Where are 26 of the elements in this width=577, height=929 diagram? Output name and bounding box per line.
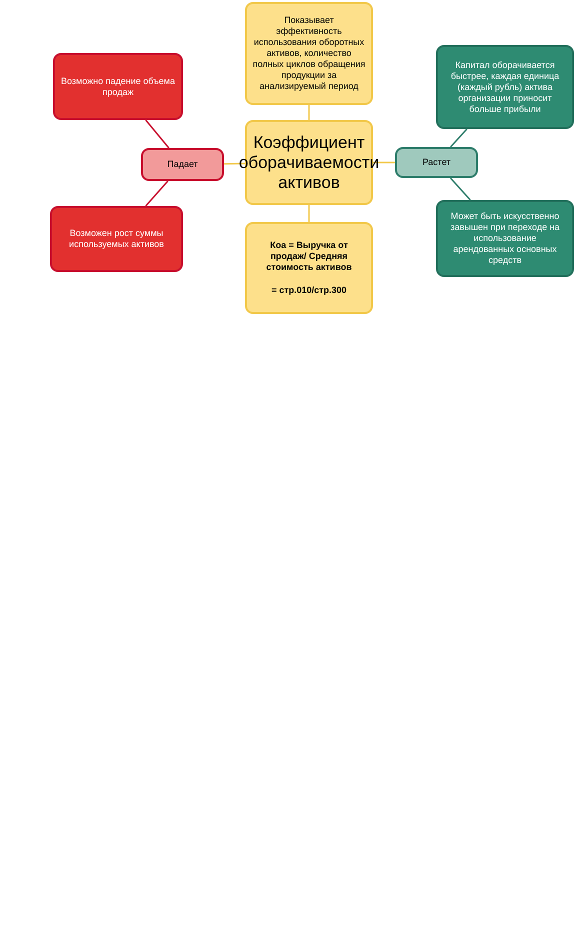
connector-line — [145, 180, 168, 206]
increase-box — [395, 147, 478, 178]
node-text: Капитал оборачивается быстрее, каждая единица (каждый рубль) актива организации приносит больше прибыли — [450, 60, 560, 114]
node-text: = стр.010/стр.300 — [271, 285, 347, 296]
node-text: Показывает эффективность использования оборотных активов, количество полных циклов обращения продукции за анализируемый период — [252, 15, 366, 92]
node-text: Возможно падение объема продаж — [60, 76, 176, 98]
node-text: Возможен рост суммы используемых активов — [68, 228, 165, 250]
node-text: Может быть искусственно завышен при переходе на использование арендованных основных средств — [449, 211, 561, 266]
effect-box — [436, 45, 574, 129]
connector-line — [145, 120, 170, 148]
connector-line — [308, 205, 310, 222]
effect-box — [53, 53, 183, 120]
node-text: Растет — [422, 156, 451, 169]
description-box — [245, 2, 373, 105]
node-text: Коэффициент оборачиваемости активов — [238, 132, 380, 192]
connector-line — [224, 162, 246, 165]
connector-line — [450, 128, 468, 148]
effect-box — [50, 206, 183, 272]
connector-line — [308, 105, 310, 120]
node-text: Коа = Выручка от продаж/ Средняя стоимость активов — [265, 240, 353, 273]
formula-box — [245, 222, 373, 314]
decrease-box — [141, 148, 224, 181]
node-text: Падает — [167, 158, 198, 171]
effect-box — [436, 200, 574, 277]
connector-line — [373, 162, 395, 164]
connector-line — [450, 178, 471, 200]
